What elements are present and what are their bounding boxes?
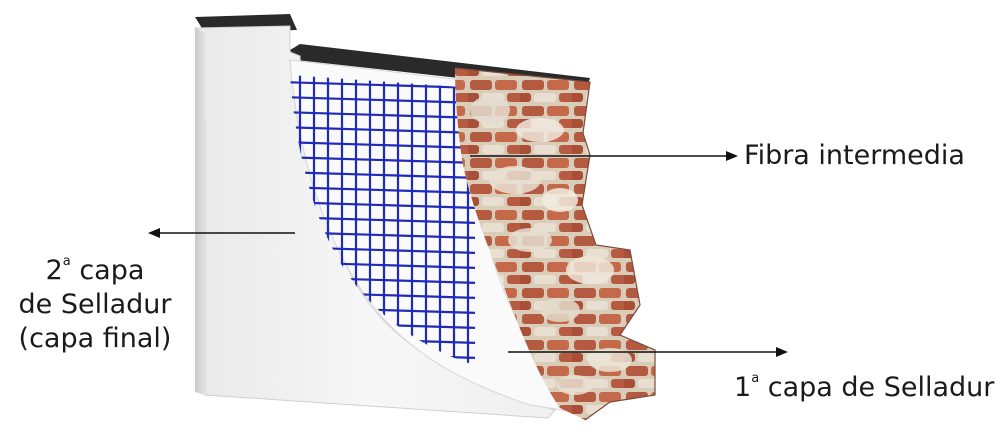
label-segunda-capa-line3: (capa final) [0, 322, 190, 356]
label-primera-capa: 1a capa de Selladur [734, 362, 994, 405]
label-primera-capa-ordinal: a [751, 371, 759, 386]
wall-side-face [195, 28, 205, 395]
label-segunda-capa-line1: 2a capa [0, 245, 190, 288]
label-segunda-capa-line2: de Selladur [0, 288, 190, 322]
label-primera-capa-text: capa de Selladur [759, 372, 994, 403]
label-segunda-capa-rest: capa [71, 255, 145, 286]
label-fibra-intermedia: Fibra intermedia [744, 139, 965, 173]
label-segunda-capa-ordinal: a [63, 254, 71, 269]
label-primera-capa-number: 1 [734, 372, 751, 403]
label-segunda-capa: 2a capa de Selladur (capa final) [0, 245, 190, 356]
label-segunda-capa-number: 2 [46, 255, 63, 286]
